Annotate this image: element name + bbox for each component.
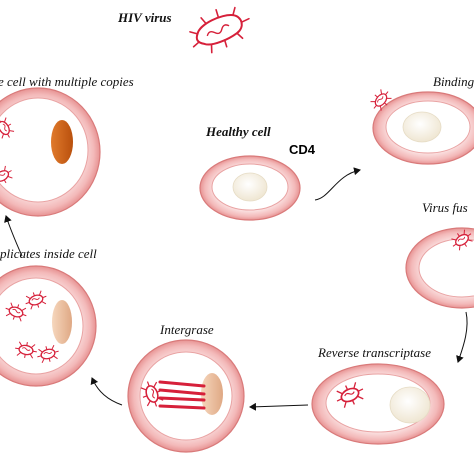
hiv-virus-icon	[189, 6, 250, 54]
virus-fusion-label: Virus fus	[422, 200, 468, 215]
nucleus	[232, 172, 268, 202]
cell-binding	[367, 85, 474, 165]
intergrase-label: Intergrase	[159, 322, 214, 337]
healthy-cell-label: Healthy cell	[205, 124, 271, 139]
replicates-label: plicates inside cell	[0, 246, 97, 261]
healthy-cell	[199, 155, 301, 221]
cell-reverse-transcriptase	[311, 363, 445, 445]
cell-replicates	[0, 265, 97, 387]
hiv-virus-label: HIV virus	[117, 10, 172, 25]
nucleus	[389, 386, 431, 424]
cell-intergrase	[127, 339, 245, 453]
cd4-label: CD4	[289, 142, 316, 157]
nucleus-peach	[52, 300, 72, 344]
binding-label: Binding	[433, 74, 474, 89]
nucleus-peach	[201, 373, 223, 415]
arrow-integrase-to-replicates	[90, 377, 123, 406]
cell-multiple-copies	[0, 87, 101, 217]
arrow-reverse-to-integrase	[249, 402, 309, 411]
arrow-healthy-to-binding	[314, 167, 361, 201]
nucleus	[402, 111, 442, 143]
nucleus-orange	[51, 120, 73, 164]
reverse-transcriptase-label: Reverse transcriptase	[317, 345, 431, 360]
arrow-replicates-to-multiple	[4, 215, 23, 257]
cell-virus-fusion	[405, 226, 474, 309]
arrow-fusion-to-reverse	[456, 311, 468, 363]
multiple-copies-label: e cell with multiple copies	[0, 74, 134, 89]
dna-strands-icon	[158, 380, 206, 410]
